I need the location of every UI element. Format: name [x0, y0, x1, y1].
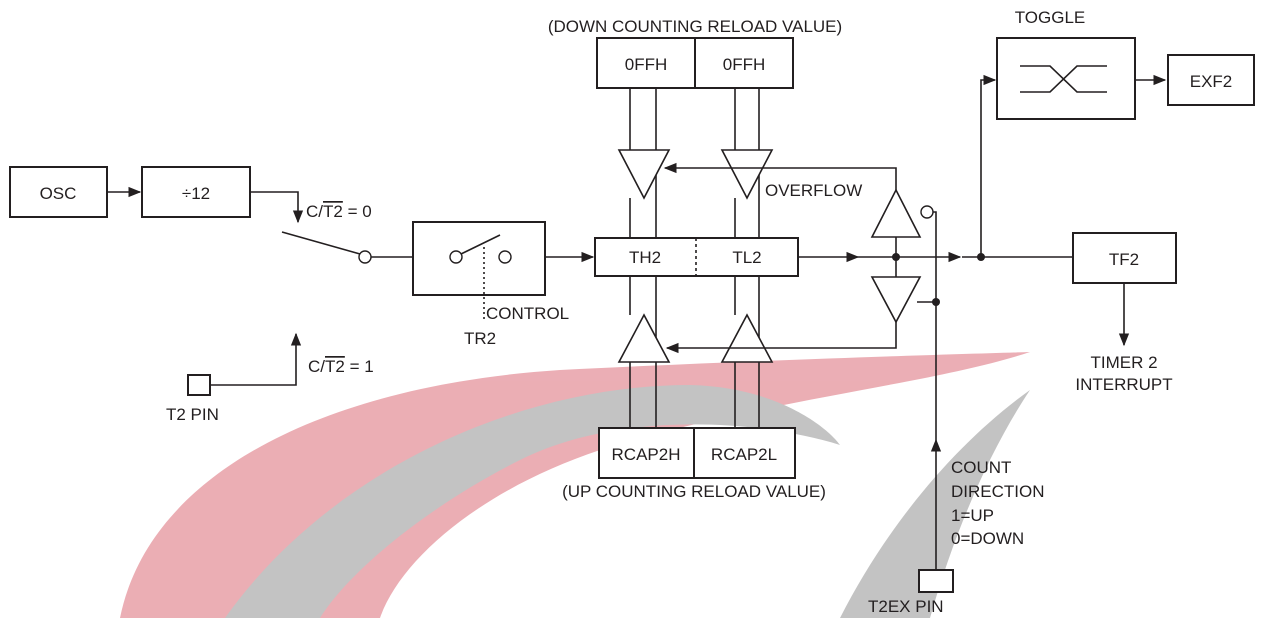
reload-low-box	[694, 37, 794, 89]
up-buffer-low	[720, 313, 774, 363]
overflow-buffer	[870, 276, 922, 324]
count-direction-line3: 1=UP	[951, 506, 994, 525]
watermark	[120, 352, 1030, 618]
tf2-box	[1072, 232, 1177, 284]
up-reload-label: (UP COUNTING RELOAD VALUE)	[562, 482, 826, 501]
overflow-inverter	[870, 188, 922, 238]
toggle-crossover-icon	[1020, 65, 1107, 93]
t2-pin-label: T2 PIN	[166, 405, 219, 424]
watermark-gray-stroke	[840, 390, 1030, 618]
ct2-zero-label: C/T2 = 0	[306, 202, 372, 221]
toggle-label: TOGGLE	[1015, 8, 1086, 27]
watermark-gray-swoosh	[225, 385, 840, 618]
count-direction-line4: 0=DOWN	[951, 529, 1024, 548]
count-direction-line2: DIRECTION	[951, 482, 1045, 501]
control-switch-box	[412, 221, 546, 296]
rcap2l-box	[693, 427, 796, 479]
th2-label: TH2	[629, 248, 661, 267]
reload-high-box	[596, 37, 696, 89]
rcap2h-box	[598, 427, 695, 479]
tl2-label: TL2	[732, 248, 761, 267]
t2ex-pin-label: T2EX PIN	[868, 597, 944, 616]
control-label: CONTROL	[486, 304, 569, 323]
toggle-box	[996, 37, 1136, 120]
count-direction-line1: COUNT	[951, 458, 1011, 477]
divide-by-12-label: ÷12	[182, 184, 210, 203]
reload-low-label: 0FFH	[723, 55, 766, 74]
t2ex-pin-box	[918, 569, 954, 593]
mode-switch-pivot	[358, 250, 372, 264]
osc-label: OSC	[40, 184, 77, 203]
tf2-label: TF2	[1109, 250, 1139, 269]
timer2-interrupt-line2: INTERRUPT	[1075, 375, 1172, 394]
down-buffer-high	[617, 149, 671, 200]
overflow-label: OVERFLOW	[765, 181, 862, 200]
timer2-interrupt-line1: TIMER 2	[1090, 353, 1157, 372]
ct2-one-label: C/T2 = 1	[308, 357, 374, 376]
up-buffer-high	[617, 313, 671, 363]
down-reload-label: (DOWN COUNTING RELOAD VALUE)	[548, 17, 842, 36]
rcap2h-label: RCAP2H	[612, 445, 681, 464]
rcap2l-label: RCAP2L	[711, 445, 777, 464]
exf2-label: EXF2	[1190, 72, 1233, 91]
t2-pin-box	[187, 374, 211, 396]
down-buffer-low	[720, 149, 774, 200]
tr2-label: TR2	[464, 329, 496, 348]
reload-high-label: 0FFH	[625, 55, 668, 74]
exf2-box	[1167, 54, 1255, 106]
divide-by-12-box	[141, 166, 251, 218]
osc-box	[9, 166, 108, 218]
